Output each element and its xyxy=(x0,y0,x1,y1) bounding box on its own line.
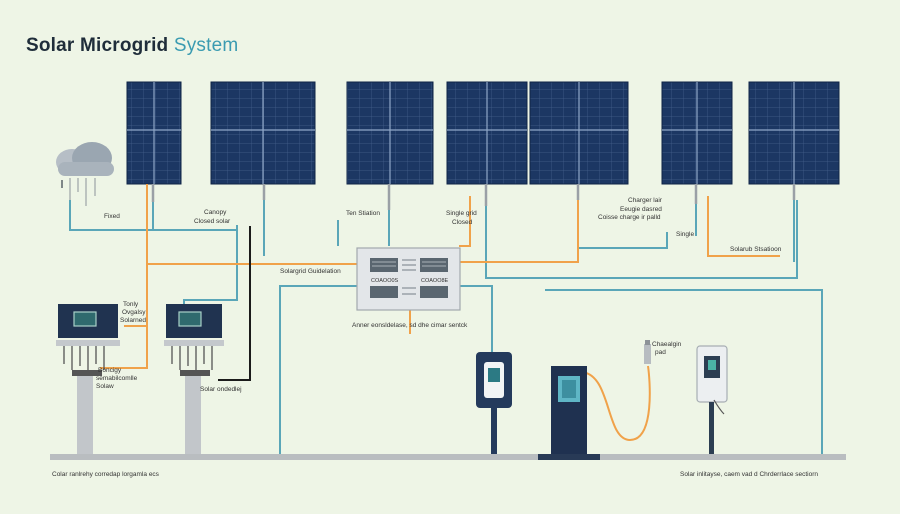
label-tool-1: Tonly xyxy=(123,301,139,308)
label-solar-ends: Solar ondedlej xyxy=(200,386,242,393)
label-canopy-sub: Closed solar xyxy=(194,218,231,225)
grid-cabinet xyxy=(356,247,461,311)
label-tool-sub-2: semabilcomlle xyxy=(96,375,138,382)
label-cabinet-code: COAOO0S xyxy=(371,278,399,284)
title-main: Solar Microgrid xyxy=(26,35,169,56)
panel-stems xyxy=(151,184,796,210)
label-single-grid: Single grid xyxy=(446,210,477,217)
ev-charger-icon xyxy=(476,352,512,454)
cloud-icon xyxy=(56,142,114,206)
label-tool-sub-1: Boncigy xyxy=(98,367,122,374)
label-tool-sub-3: Solaw xyxy=(96,383,114,390)
orange-wiring xyxy=(100,184,780,442)
charging-plug-icon xyxy=(644,340,651,364)
label-charger-bot: Coisse charge ir palld xyxy=(598,214,661,221)
label-charging-1: Chaealgin xyxy=(652,341,682,348)
label-tool-3: Solarned xyxy=(120,317,146,324)
label-solarub-station: Solarub Stsatioon xyxy=(730,246,782,253)
label-charging-2: pad xyxy=(655,349,666,356)
battery-icon xyxy=(164,304,224,454)
label-charger-top: Charger lair xyxy=(628,197,663,204)
solar-panel-array xyxy=(126,81,840,185)
ground-rail xyxy=(50,454,846,460)
footer-right: Solar inlitayse, caem vad d Chrderrlace … xyxy=(680,471,818,478)
black-wiring xyxy=(218,226,251,381)
battery-icon xyxy=(56,304,120,454)
title-accent: System xyxy=(173,35,239,56)
label-ten-station: Ten Stiation xyxy=(346,210,380,217)
label-tool-2: Ovgalsy xyxy=(122,309,146,316)
label-single-grid-sub: Closed xyxy=(452,219,473,226)
page-title: Solar Microgrid System xyxy=(26,35,238,57)
label-cabinet-code-2: COAOO8E xyxy=(421,278,449,284)
label-single: Single xyxy=(676,231,694,238)
label-fixed: Fixed xyxy=(104,213,120,220)
label-charger-mid: Eeugie dasred xyxy=(620,206,662,213)
footer-left: Colar ranlrehy corredap lorgamla ecs xyxy=(52,471,160,478)
label-solargrid-guidelines: Solargrid Guidelation xyxy=(280,268,341,275)
ev-charger-icon xyxy=(538,366,600,460)
label-annex: Anner eonsldelase, sd dhe cimar sentck xyxy=(352,322,468,329)
ev-charger-icon xyxy=(696,345,728,454)
label-canopy: Canopy xyxy=(204,209,227,216)
